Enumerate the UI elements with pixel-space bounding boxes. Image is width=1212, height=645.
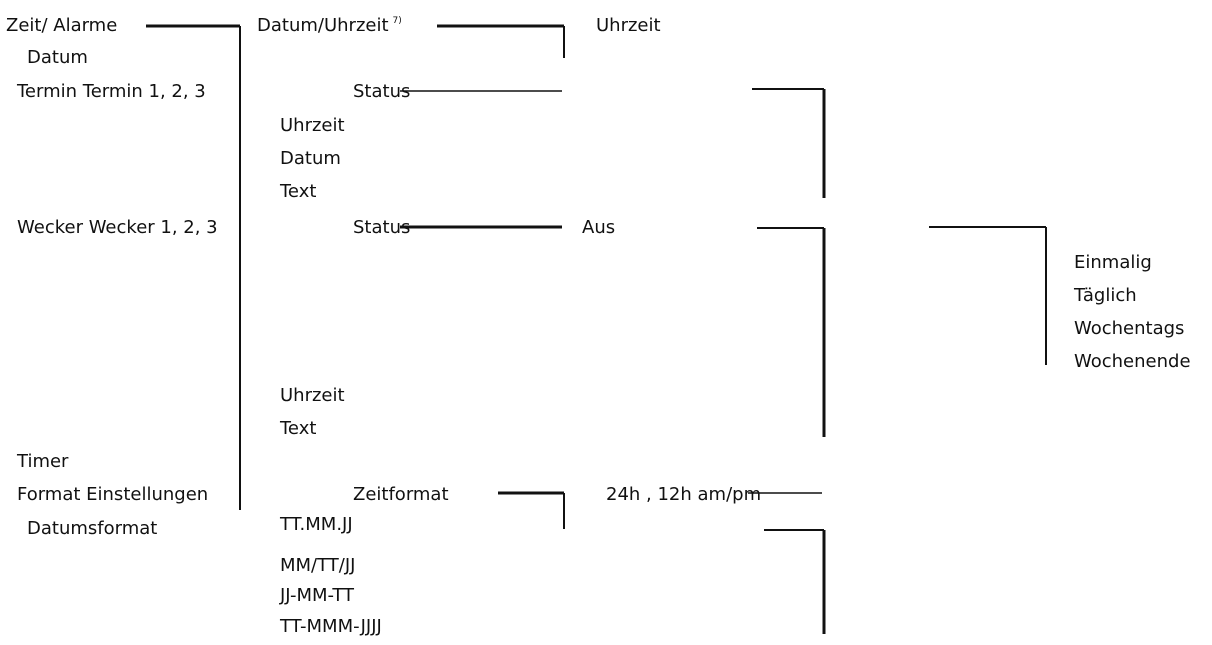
label-wecker: Wecker Wecker 1, 2, 3	[17, 217, 218, 238]
label-termin-text: Text	[280, 181, 317, 202]
datumsformat-option: TT-MMM-JJJJ	[280, 616, 382, 637]
datumsformat-option: MM/TT/JJ	[280, 555, 356, 576]
label-zeitformat-value: 24h , 12h am/pm	[606, 484, 762, 505]
label-wecker-uhrzeit: Uhrzeit	[280, 385, 345, 406]
repeat-option: Täglich	[1074, 285, 1137, 306]
repeat-option: Wochenende	[1074, 351, 1191, 372]
label-timer: Timer	[17, 451, 69, 472]
label-zeitformat: Zeitformat	[353, 484, 449, 505]
label-zeit-alarme: Zeit/ Alarme	[6, 15, 118, 36]
label-termin: Termin Termin 1, 2, 3	[17, 81, 206, 102]
label-wecker-status: Status	[353, 217, 411, 238]
datumsformat-option: JJ-MM-TT	[280, 585, 355, 606]
label-datum: Datum	[27, 47, 88, 68]
repeat-option: Einmalig	[1074, 252, 1152, 273]
label-uhrzeit: Uhrzeit	[596, 15, 661, 36]
label-termin-status: Status	[353, 81, 411, 102]
label-termin-datum: Datum	[280, 148, 341, 169]
repeat-option: Wochentags	[1074, 318, 1185, 339]
datum-uhrzeit-text: Datum/Uhrzeit	[257, 15, 389, 36]
label-datumsformat: Datumsformat	[27, 518, 158, 539]
label-wecker-text: Text	[280, 418, 317, 439]
datumsformat-option: TT.MM.JJ	[280, 514, 353, 535]
label-format-einstellungen: Format Einstellungen	[17, 484, 209, 505]
label-aus: Aus	[582, 217, 616, 238]
footnote-marker: 7)	[392, 16, 402, 26]
label-termin-uhrzeit: Uhrzeit	[280, 115, 345, 136]
